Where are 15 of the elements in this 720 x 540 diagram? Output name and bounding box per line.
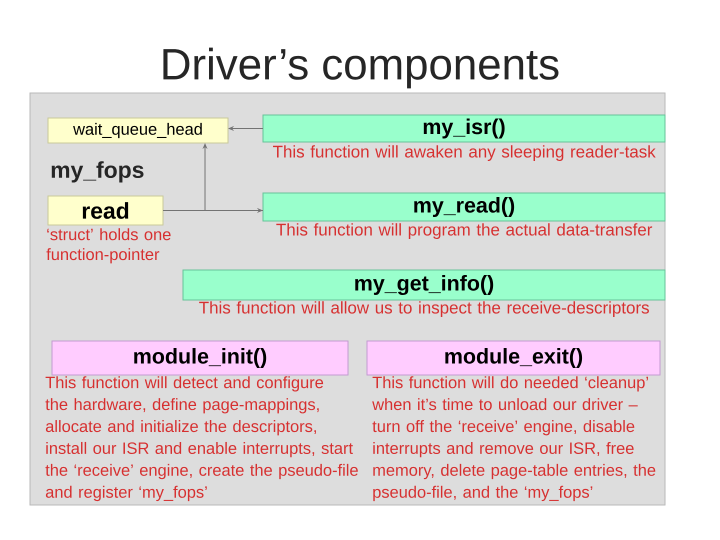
description-text: This function will awaken any sleeping reader-task: [273, 145, 656, 161]
function-box: my_isr(): [262, 114, 666, 142]
function-box: module_init(): [52, 340, 348, 376]
description-text: This function will allow us to inspect the receive-descriptors: [199, 301, 649, 317]
variable-box: read: [48, 196, 164, 226]
heading-text: my_fops: [52, 161, 144, 183]
title: Driver’s components: [163, 48, 558, 88]
function-box: my_read(): [262, 192, 666, 222]
description-text: ‘struct’ holds one function-pointer: [46, 228, 171, 264]
description-text: This function will do needed ‘cleanup’ when it’s time to unload our driver – turn off the ‘receive’ engine, disable interrupts and remove our ISR, free memory, delete page-table entries, the pseudo-file, and the ‘my_fops’: [372, 376, 656, 502]
description-text: This function will detect and configure the hardware, define page-mappings, allocate and initialize the descriptors, install our ISR and enable interrupts, start the ‘receive’ engine, create the pseudo-file and register ‘my_fops’: [45, 376, 358, 502]
function-box: my_get_info(): [182, 270, 666, 300]
function-box: module_exit(): [366, 340, 660, 376]
variable-box: wait_queue_head: [48, 118, 228, 144]
description-text: This function will program the actual data-transfer: [276, 223, 652, 239]
